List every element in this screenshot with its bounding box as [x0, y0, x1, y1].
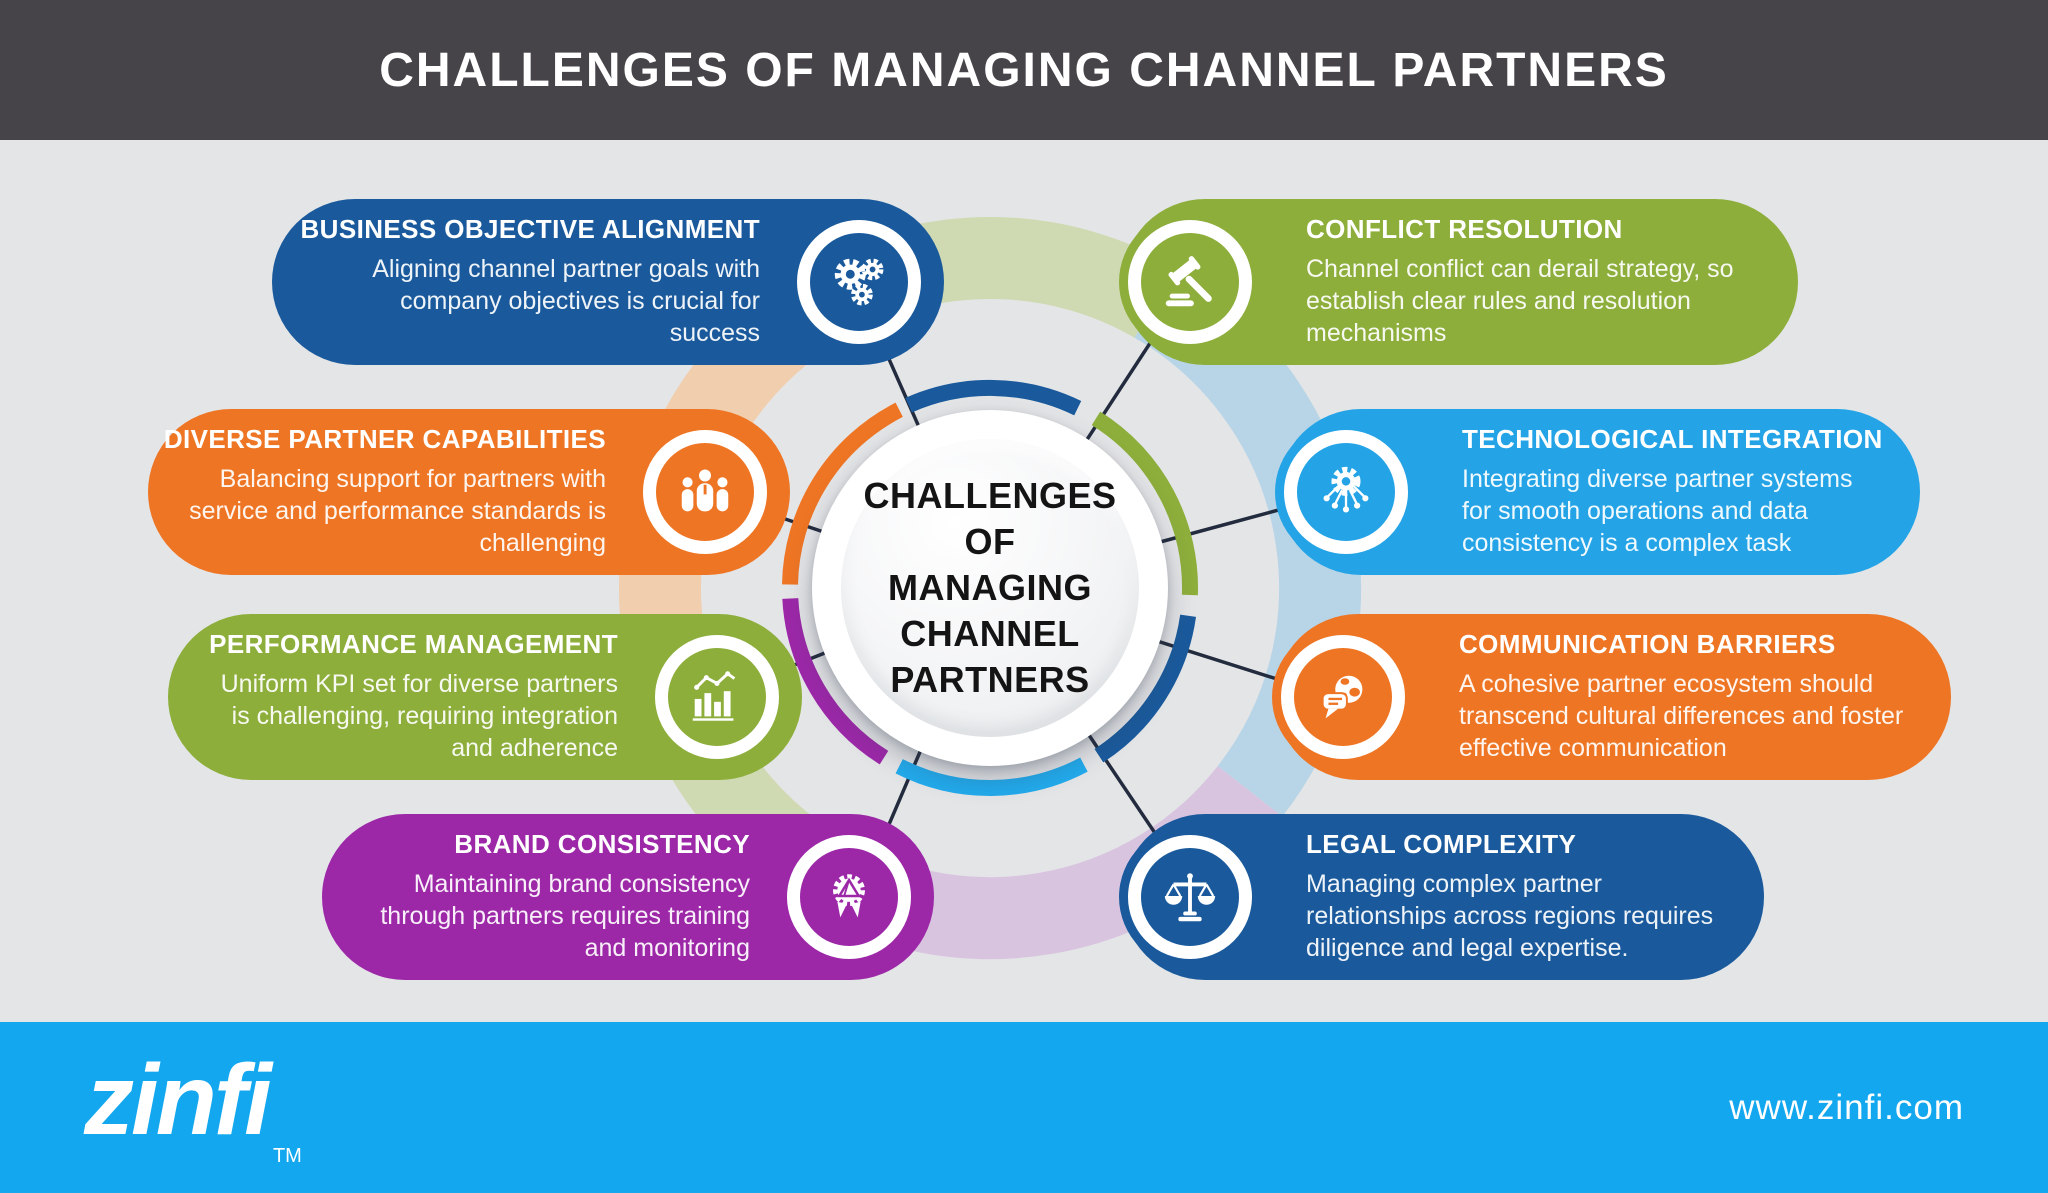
- center-title-line: OF: [964, 520, 1016, 562]
- card-title: COMMUNICATION BARRIERS: [1459, 629, 1836, 660]
- header-bar: CHALLENGES OF MANAGING CHANNEL PARTNERS: [0, 0, 2048, 140]
- card-body: Integrating diverse partner systems for …: [1462, 465, 1853, 557]
- center-circle: CHALLENGES OF MANAGING CHANNEL PARTNERS: [812, 410, 1168, 766]
- card-body: Channel conflict can derail strategy, so…: [1306, 255, 1734, 347]
- page-title: CHALLENGES OF MANAGING CHANNEL PARTNERS: [379, 43, 1669, 97]
- card-conflict-resolution: CONFLICT RESOLUTION Channel conflict can…: [1119, 199, 1798, 365]
- card-title: PERFORMANCE MANAGEMENT: [209, 629, 618, 660]
- card-body: Uniform KPI set for diverse partners is …: [220, 670, 618, 762]
- gears-icon: [834, 258, 884, 306]
- card-text: BUSINESS OBJECTIVE ALIGNMENT Aligning ch…: [300, 199, 760, 365]
- scales-icon: [1164, 873, 1216, 922]
- card-text: PERFORMANCE MANAGEMENT Uniform KPI set f…: [208, 614, 618, 780]
- card-body: Managing complex partner relationships a…: [1306, 870, 1714, 962]
- card-diverse-partner-capabilities: DIVERSE PARTNER CAPABILITIES Balancing s…: [148, 409, 790, 575]
- icon-circle: [1275, 421, 1417, 563]
- card-body: Balancing support for partners with serv…: [189, 465, 606, 557]
- card-body: Maintaining brand consistency through pa…: [380, 870, 750, 962]
- center-arc-ring: [782, 379, 1198, 796]
- card-title: BRAND CONSISTENCY: [454, 829, 750, 860]
- bar-chart-icon: [692, 671, 736, 721]
- icon-circle: [1119, 211, 1261, 353]
- card-text: CONFLICT RESOLUTION Channel conflict can…: [1306, 199, 1762, 365]
- card-text: COMMUNICATION BARRIERS A cohesive partne…: [1459, 614, 1915, 780]
- icon-circle: [1119, 826, 1261, 968]
- card-text: BRAND CONSISTENCY Maintaining brand cons…: [362, 814, 750, 980]
- card-body: A cohesive partner ecosystem should tran…: [1459, 670, 1904, 762]
- card-body: Aligning channel partner goals with comp…: [372, 255, 760, 347]
- trademark-symbol: TM: [272, 1144, 302, 1167]
- card-text: LEGAL COMPLEXITY Managing complex partne…: [1306, 814, 1728, 980]
- card-title: CONFLICT RESOLUTION: [1306, 214, 1623, 245]
- card-title: DIVERSE PARTNER CAPABILITIES: [163, 424, 606, 455]
- icon-circle: [788, 211, 930, 353]
- card-legal-complexity: LEGAL COMPLEXITY Managing complex partne…: [1119, 814, 1764, 980]
- card-title: LEGAL COMPLEXITY: [1306, 829, 1577, 860]
- center-title-line: CHALLENGES: [863, 474, 1117, 516]
- center-title: CHALLENGES OF MANAGING CHANNEL PARTNERS: [841, 439, 1139, 737]
- gavel-icon: [1165, 256, 1212, 307]
- icon-circle: [1272, 626, 1414, 768]
- card-text: TECHNOLOGICAL INTEGRATION Integrating di…: [1462, 409, 1884, 575]
- center-title-line: MANAGING: [888, 566, 1092, 608]
- speech-globe-icon: [1321, 675, 1363, 719]
- card-technological-integration: TECHNOLOGICAL INTEGRATION Integrating di…: [1275, 409, 1920, 575]
- center-title-line: CHANNEL: [900, 613, 1080, 655]
- card-business-objective-alignment: BUSINESS OBJECTIVE ALIGNMENT Aligning ch…: [272, 199, 944, 365]
- badge-icon: [833, 874, 865, 918]
- card-title: BUSINESS OBJECTIVE ALIGNMENT: [300, 214, 760, 245]
- card-title: TECHNOLOGICAL INTEGRATION: [1462, 424, 1883, 455]
- icon-circle: [634, 421, 776, 563]
- card-brand-consistency: BRAND CONSISTENCY Maintaining brand cons…: [322, 814, 934, 980]
- center-title-line: PARTNERS: [890, 659, 1090, 701]
- icon-circle: [646, 626, 788, 768]
- card-communication-barriers: COMMUNICATION BARRIERS A cohesive partne…: [1272, 614, 1951, 780]
- card-text: DIVERSE PARTNER CAPABILITIES Balancing s…: [164, 409, 606, 575]
- website-link[interactable]: www.zinfi.com: [1729, 1087, 1964, 1127]
- gear-network-icon: [1323, 466, 1369, 513]
- card-performance-management: PERFORMANCE MANAGEMENT Uniform KPI set f…: [168, 614, 802, 780]
- people-icon: [681, 469, 729, 512]
- icon-circle: [778, 826, 920, 968]
